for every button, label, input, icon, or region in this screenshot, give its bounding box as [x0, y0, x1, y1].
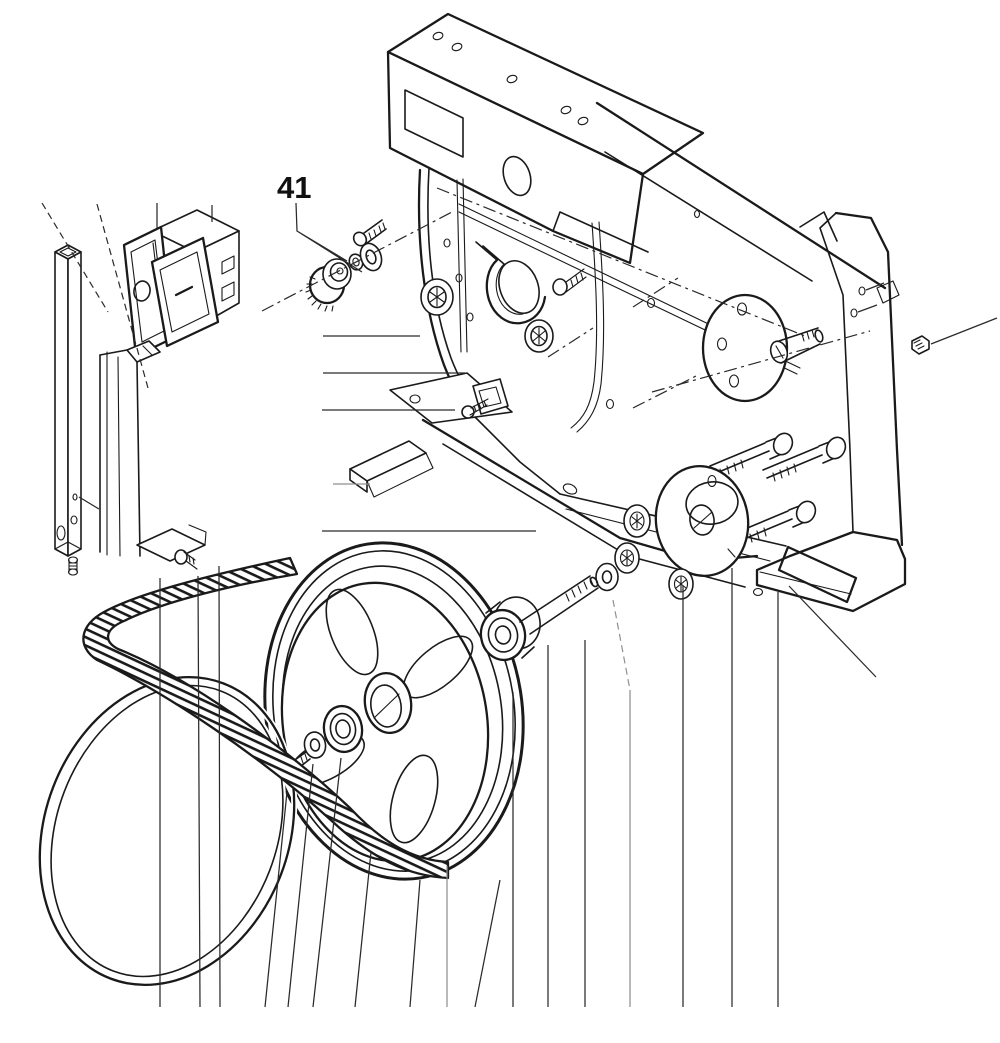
mounting-post [54, 244, 100, 576]
torx-screw-lower [524, 319, 554, 353]
frame-assembly [386, 12, 907, 613]
post-set-screw [67, 556, 79, 576]
flange-nut-b [614, 542, 640, 574]
part-41-group [305, 219, 387, 312]
cable-clamp [461, 378, 509, 419]
switch-rocker [150, 236, 220, 348]
switch-terminals [221, 255, 235, 302]
torx-screw-upper [420, 278, 454, 316]
channel-tab [126, 340, 161, 363]
flat-washer [359, 242, 383, 272]
power-switch [122, 209, 240, 358]
flange-nut-c [668, 568, 694, 600]
callout-41: 41 [277, 170, 363, 273]
housing-rect-opening [404, 89, 464, 158]
top-housing [386, 12, 705, 265]
knurled-knob [305, 258, 352, 312]
housing-screw-holes [432, 31, 589, 126]
switch-indicator [133, 280, 151, 302]
housing-oval-hole [502, 155, 532, 197]
shaft-washer [595, 562, 619, 592]
roof-rail [595, 101, 887, 290]
band-loop [36, 674, 298, 988]
center-lines [261, 187, 871, 409]
square-nut [911, 335, 930, 355]
channel-foot-screw [174, 549, 198, 570]
motor-flange [654, 465, 750, 577]
leader-lines [41, 202, 998, 1008]
pan-head-screw [352, 219, 387, 247]
shaft-nut-stack [595, 504, 694, 600]
shaft-bearing [479, 596, 541, 662]
channel-foot [136, 528, 206, 562]
wheel-washer [303, 731, 327, 759]
drive-shaft [519, 575, 599, 635]
strap-screw [552, 278, 568, 296]
cleaning-brush [349, 440, 434, 498]
motor-mount-plate [701, 293, 789, 403]
toothed-drive-belt [82, 556, 450, 880]
blade-guard-strap [475, 241, 587, 325]
drive-wheel [263, 541, 525, 881]
right-column [752, 211, 907, 613]
wall-holes [443, 209, 701, 410]
brush-bristles [366, 452, 434, 498]
bracket-channel [99, 340, 207, 570]
wheel-bearing [322, 704, 364, 754]
foot-pad [777, 545, 858, 604]
cap-screw-1 [709, 432, 794, 478]
flange-nut-a [623, 504, 651, 538]
callout-leader [295, 202, 363, 273]
part-number-callout: 41 [277, 170, 311, 205]
cap-screw-2 [762, 436, 847, 482]
wheel-hub [363, 672, 413, 734]
